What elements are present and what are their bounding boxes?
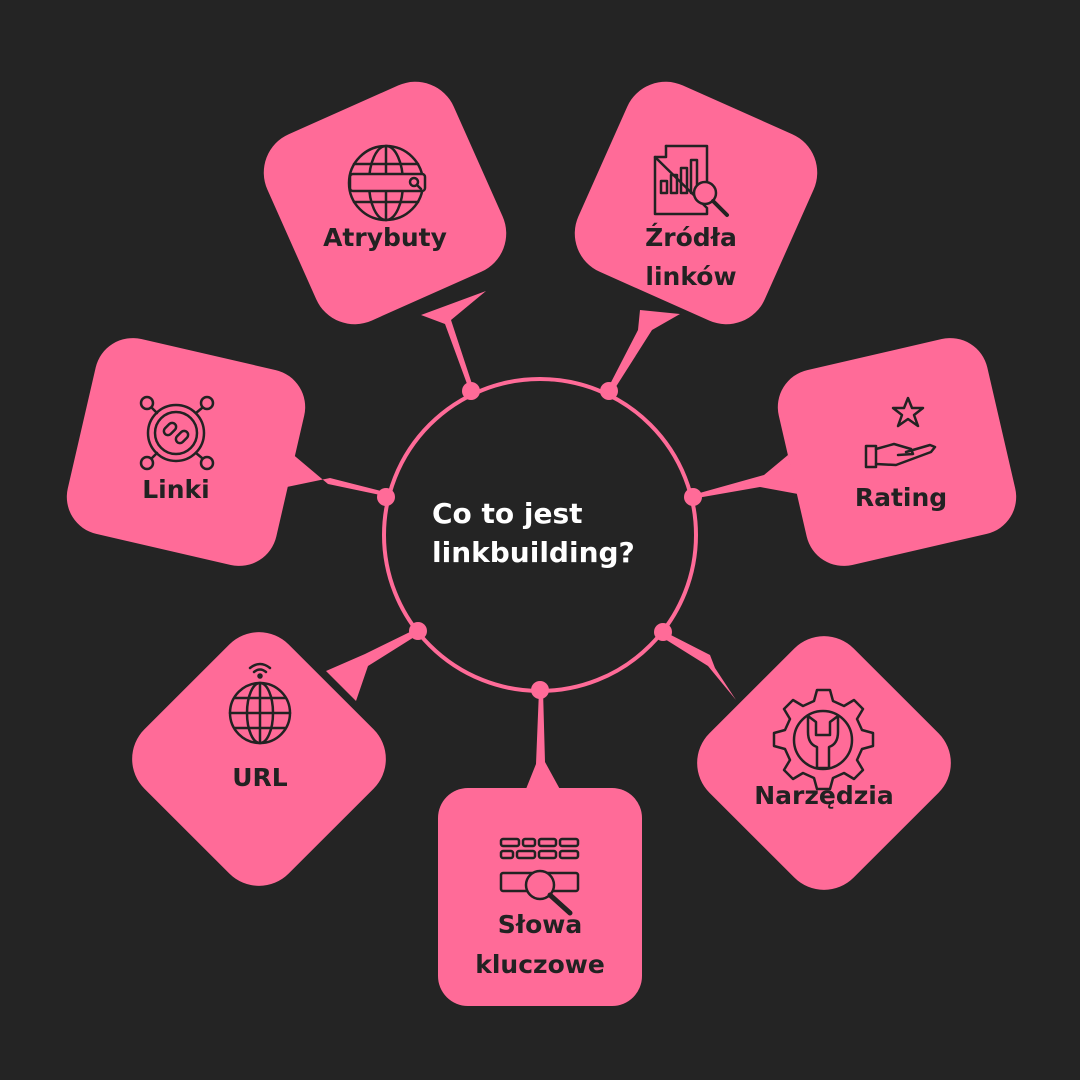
document-chart-search-icon — [653, 144, 729, 217]
chain-link-network-icon — [139, 395, 215, 471]
keyword-search-icon — [499, 837, 580, 916]
center-title: Co to jest linkbuilding? — [432, 494, 682, 572]
label-slowa-line2: kluczowe — [475, 950, 605, 979]
center-title-line1: Co to jest — [432, 497, 583, 530]
bubble-linki — [66, 338, 385, 566]
hand-star-icon — [864, 396, 937, 469]
label-url: URL — [232, 763, 288, 792]
label-zrodla-line1: Źródła — [645, 223, 737, 252]
gear-wrench-icon — [772, 688, 875, 791]
connector-dots — [377, 382, 702, 699]
label-linki: Linki — [142, 475, 210, 504]
center-title-line2: linkbuilding? — [432, 536, 635, 569]
globe-search-bar-icon — [347, 144, 427, 222]
bubble-narzedzia — [660, 631, 951, 890]
globe-wifi-icon — [228, 662, 292, 745]
label-narzedzia: Narzędzia — [754, 781, 894, 810]
bubble-zrodla-linkow — [574, 81, 818, 393]
bubble-url — [132, 629, 419, 886]
label-slowa-line1: Słowa — [497, 910, 583, 939]
label-atrybuty: Atrybuty — [323, 223, 447, 252]
label-rating: Rating — [854, 483, 948, 512]
label-zrodla-line2: linków — [645, 262, 737, 291]
bubble-rating — [696, 338, 1017, 566]
